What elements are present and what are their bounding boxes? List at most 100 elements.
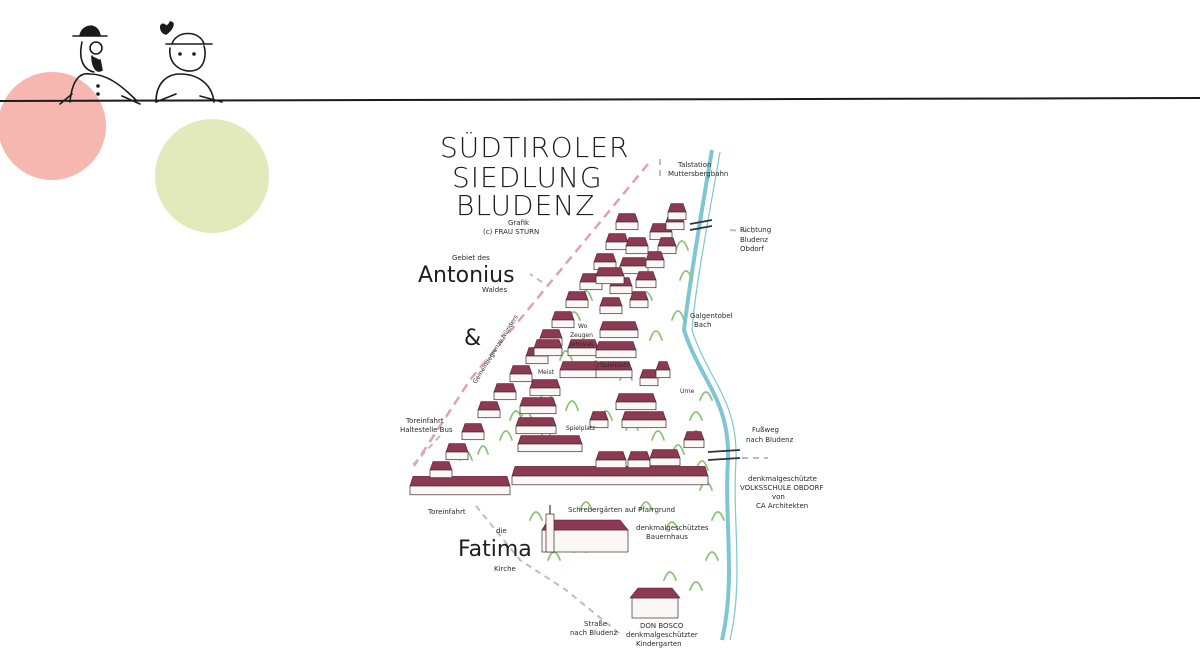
school-line-3: von <box>772 493 785 501</box>
house-inner-3 <box>519 397 557 415</box>
path-strasse <box>475 505 621 635</box>
path-richtung <box>729 229 755 233</box>
richtung-line-1: Richtung <box>740 226 771 234</box>
fatima-label: Fatima <box>458 537 532 562</box>
house-west-row-2 <box>445 443 469 461</box>
house-inner-7 <box>533 339 563 357</box>
don-bosco-kindergarten-building <box>629 587 681 619</box>
farmhouse-line-1: denkmalgeschütztes <box>636 524 709 532</box>
urne-label: Urne <box>680 388 695 395</box>
house-inner-21 <box>683 431 705 449</box>
fatima-pre: die <box>496 527 507 535</box>
house-inner-13 <box>619 257 649 275</box>
house-inner-9 <box>595 341 637 359</box>
municipal-boundary <box>412 163 649 467</box>
river-galgentobel <box>681 149 731 641</box>
credit-line-2: (c) FRAU STURN <box>483 228 539 236</box>
don-bosco-line-3: Kindergarten <box>636 640 682 648</box>
bridge-north <box>689 219 713 231</box>
house-long-block-south <box>511 466 709 486</box>
richtung-line-2: Bludenz <box>740 236 768 244</box>
title-line-2: SIEDLUNG <box>452 161 603 194</box>
red-watercolor-circle <box>0 72 106 180</box>
school-line-4: CA Architekten <box>756 502 808 510</box>
fussweg-line-1: Fußweg <box>752 426 779 434</box>
river-bank <box>691 151 738 641</box>
antonius-label: Antonius <box>418 263 515 288</box>
talstation-line-2: Muttersbergbahn <box>668 170 728 178</box>
house-inner-23 <box>655 361 671 379</box>
house-inner-6 <box>595 361 633 379</box>
richtung-line-3: Obdorf <box>740 245 765 253</box>
man-with-hat-illustration <box>59 25 141 105</box>
house-inner-22 <box>639 369 659 387</box>
house-inner-15 <box>595 267 625 285</box>
credit-line-1: Grafik <box>508 219 530 227</box>
house-northeast-7 <box>667 203 687 221</box>
fatima-post: Kirche <box>494 565 516 573</box>
house-inner-1 <box>517 435 583 453</box>
house-inner-2 <box>515 417 557 435</box>
school-line-1: denkmalgeschützte <box>748 475 817 483</box>
antonius-pre: Gebiet des <box>452 254 490 262</box>
path-wald <box>529 273 543 283</box>
don-bosco-line-1: DON BOSCO <box>640 622 684 630</box>
house-inner-16 <box>615 393 657 411</box>
house-northeast-3 <box>657 237 677 255</box>
house-northeast-6 <box>629 291 649 309</box>
spielplatz-north-label: Spielplatz <box>600 362 629 369</box>
house-inner-17 <box>621 411 667 429</box>
bus-stop-line-2: Haltestelle Bus <box>400 426 453 434</box>
strasse-line-1: Straße <box>584 620 607 628</box>
house-west-row-3 <box>461 423 485 441</box>
green-watercolor-circle <box>155 119 269 233</box>
building-group <box>409 203 709 496</box>
strasse-line-2: nach Bludenz <box>570 629 618 637</box>
ampersand: & <box>464 326 481 351</box>
house-inner-20 <box>649 449 681 467</box>
toreinfahrt-label: Toreinfahrt <box>427 508 466 516</box>
house-inner-18 <box>595 451 627 469</box>
house-west-row-14 <box>615 213 639 231</box>
zeugen-line-2: Zeugen <box>570 332 593 339</box>
bus-stop-line-1: Toreinfahrt <box>405 417 444 425</box>
meist-label: Meist <box>538 369 555 376</box>
house-northeast-4 <box>645 251 665 269</box>
galgentobel-line-1: Galgentobel <box>690 312 733 320</box>
bridge-south <box>707 449 741 461</box>
house-inner-14 <box>625 237 649 255</box>
spielplatz-label: Spielplatz <box>566 425 595 432</box>
schrebergarten-label: Schrebergärten auf Pfarrgrund <box>568 506 675 514</box>
house-inner-11 <box>599 297 623 315</box>
title-line-1: SÜDTIROLER <box>440 130 629 164</box>
galgentobel-line-2: Bach <box>694 321 711 329</box>
house-inner-4 <box>529 379 561 397</box>
house-west-row-4 <box>477 401 501 419</box>
don-bosco-line-2: denkmalgeschützter <box>626 631 698 639</box>
house-inner-10 <box>599 321 639 339</box>
house-west-row-10 <box>565 291 589 309</box>
talstation-line-1: Talstation <box>677 161 711 169</box>
house-inner-24 <box>589 411 609 429</box>
person-with-feather-hat-illustration <box>155 21 223 103</box>
house-west-row-6 <box>509 365 533 383</box>
house-west-row-9 <box>551 311 575 329</box>
farmhouse-line-2: Bauernhaus <box>646 533 688 541</box>
fussweg-line-2: nach Bludenz <box>746 436 794 444</box>
house-west-row-1 <box>429 461 453 479</box>
zeugen-line-3: Jehovas <box>569 341 593 348</box>
antonius-post: Waldes <box>482 286 507 294</box>
fatima-church-building <box>541 505 629 553</box>
house-west-row-5 <box>493 383 517 401</box>
school-line-2: VOLKSSCHULE OBDORF <box>740 484 823 492</box>
house-inner-8 <box>567 339 599 357</box>
house-long-block-west <box>409 476 511 496</box>
house-northeast-5 <box>635 271 657 289</box>
zeugen-line-1: Wo <box>578 323 588 330</box>
path-toreinfahrt <box>409 435 441 469</box>
title-line-3: BLUDENZ <box>456 189 595 222</box>
